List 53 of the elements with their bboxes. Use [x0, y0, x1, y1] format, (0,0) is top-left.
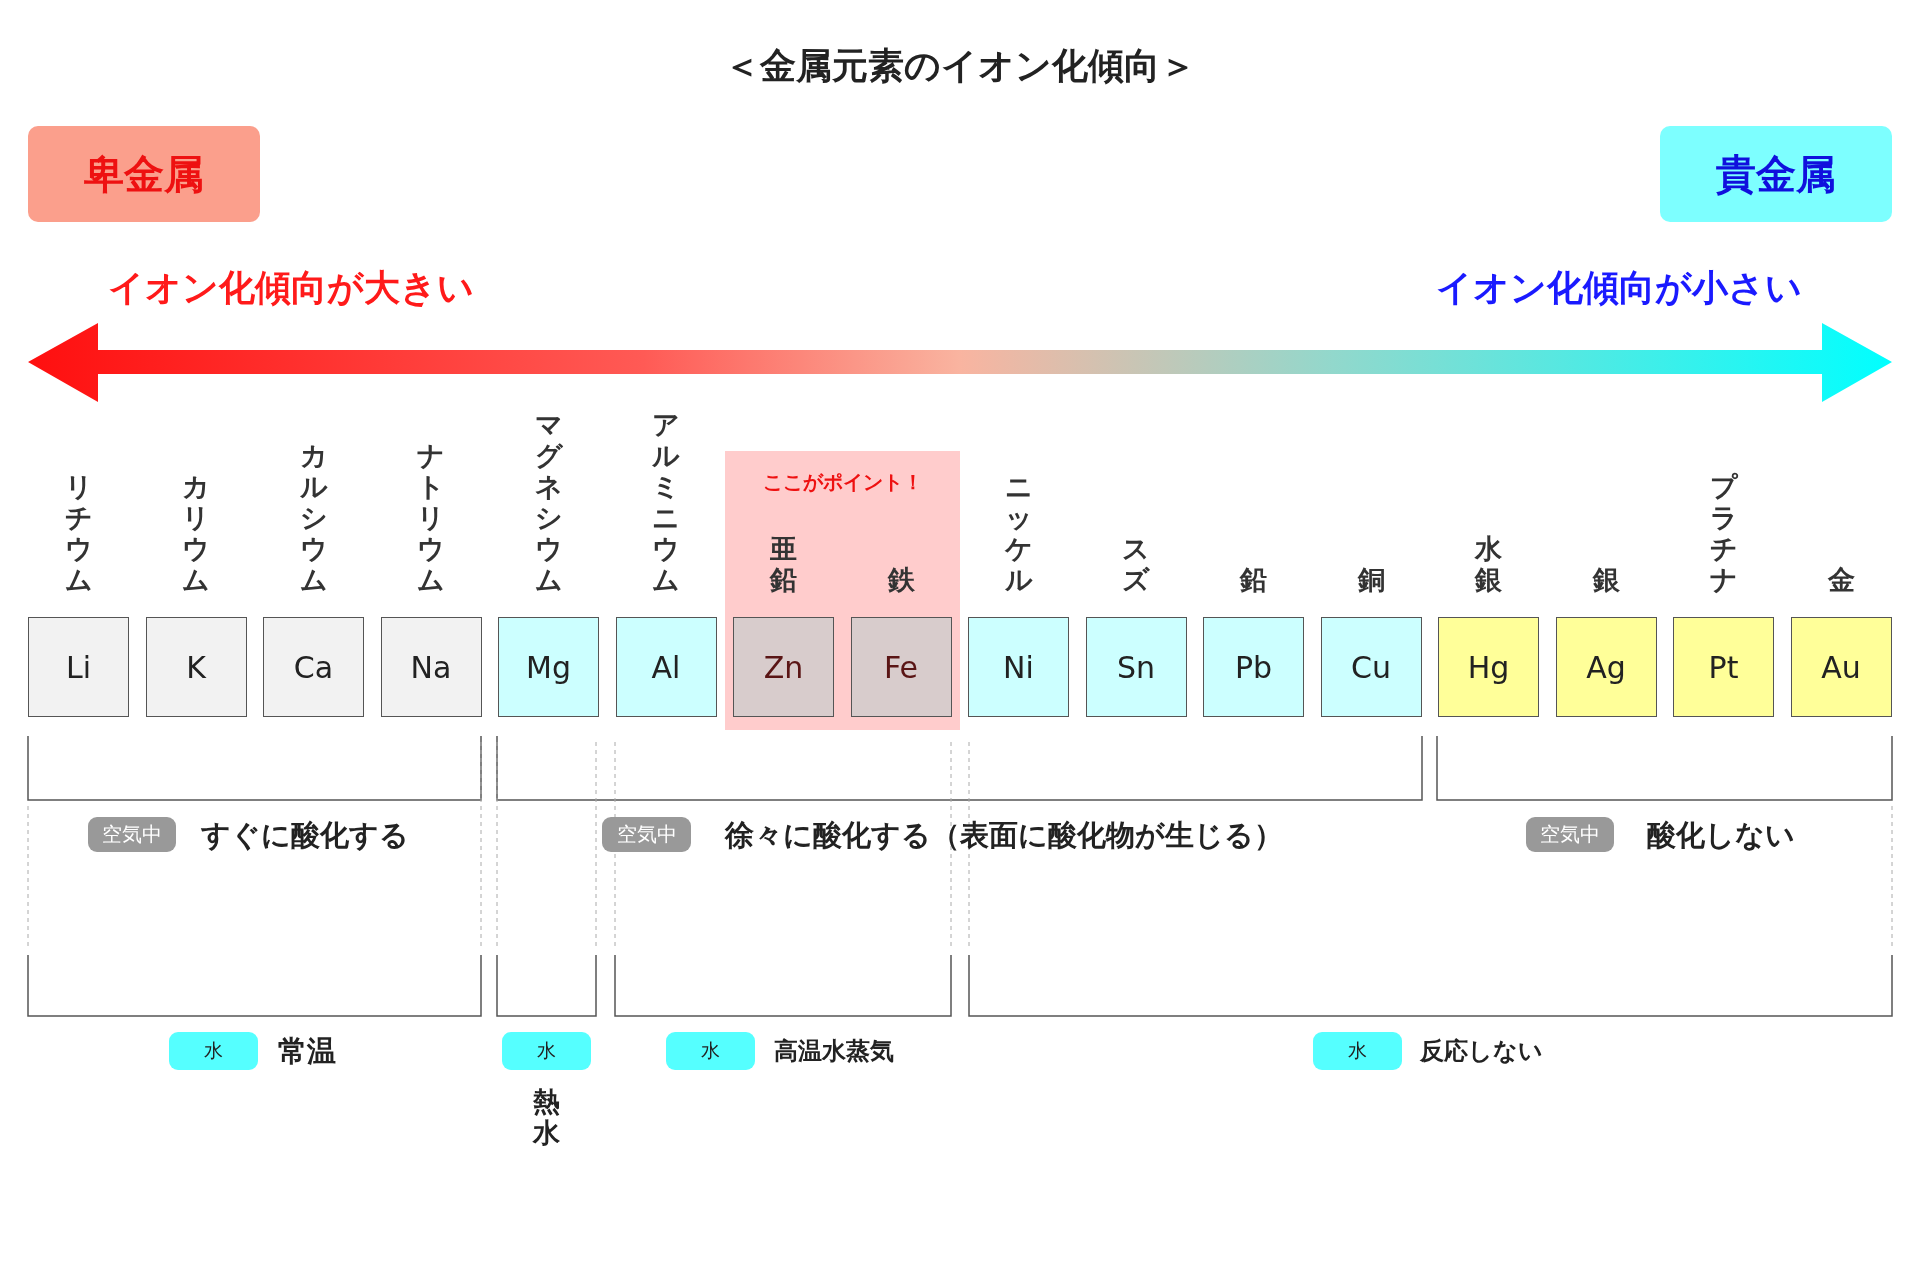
element-box: Al: [615, 617, 717, 717]
direction-label: イオン化傾向が大きい: [108, 266, 474, 310]
water-badge: 水: [1313, 1032, 1402, 1070]
element-name: マグネシウム: [534, 409, 563, 595]
element-box: Cu: [1320, 617, 1422, 717]
note-text: 酸化しない: [1647, 816, 1795, 853]
element-name: 鉛: [1239, 564, 1268, 595]
element-box: Hg: [1438, 617, 1539, 717]
element-name: 銅: [1357, 564, 1385, 595]
element-box: Ni: [968, 617, 1069, 717]
element-name: プラチナ: [1709, 471, 1738, 595]
element-name: ニッケル: [1004, 471, 1033, 595]
element-name: アルミニウム: [652, 409, 680, 595]
water-badge: 水: [502, 1032, 591, 1070]
condition-badge: 空気中: [88, 817, 176, 852]
element-name: 金: [1827, 564, 1855, 595]
note-text: 常温: [278, 1033, 336, 1069]
element-name: 水銀: [1474, 533, 1503, 595]
element-box: Zn: [733, 617, 834, 717]
element-box: Ag: [1555, 617, 1657, 717]
element-name: スズ: [1122, 533, 1150, 595]
element-box: Mg: [498, 617, 599, 717]
title: ＜金属元素のイオン化傾向＞: [723, 44, 1197, 88]
element-box: Au: [1790, 617, 1892, 717]
element-box: Pb: [1203, 617, 1304, 717]
element-box: Ca: [263, 617, 364, 717]
note-text: 熱水: [532, 1086, 561, 1148]
condition-badge: 空気中: [602, 817, 691, 852]
water-badge: 水: [169, 1032, 258, 1070]
element-name: カルシウム: [299, 440, 328, 595]
note-text: 高温水蒸気: [774, 1036, 894, 1067]
direction-label: イオン化傾向が小さい: [1436, 266, 1802, 310]
element-box: K: [145, 617, 247, 717]
condition-badge: 空気中: [1526, 817, 1614, 852]
element-name: 銀: [1592, 564, 1620, 595]
element-name: ナトリウム: [417, 440, 445, 595]
element-box: Na: [380, 617, 482, 717]
category-box: 卑金属: [28, 126, 260, 222]
note-text: 反応しない: [1420, 1036, 1543, 1067]
note-text: すぐに酸化する: [201, 816, 409, 853]
element-name: 鉄: [887, 564, 915, 595]
water-badge: 水: [666, 1032, 755, 1070]
element-name: リチウム: [64, 471, 93, 595]
element-box: Sn: [1085, 617, 1187, 717]
highlight-band: [725, 451, 960, 730]
element-name: 亜鉛: [769, 533, 798, 595]
category-box: 貴金属: [1660, 126, 1892, 222]
element-box: Li: [28, 617, 129, 717]
element-name: カリウム: [182, 471, 210, 595]
element-box: Pt: [1673, 617, 1774, 717]
element-box: Fe: [850, 617, 952, 717]
callout-text: ここがポイント！: [761, 469, 924, 496]
note-text: 徐々に酸化する（表面に酸化物が生じる）: [725, 816, 1283, 853]
